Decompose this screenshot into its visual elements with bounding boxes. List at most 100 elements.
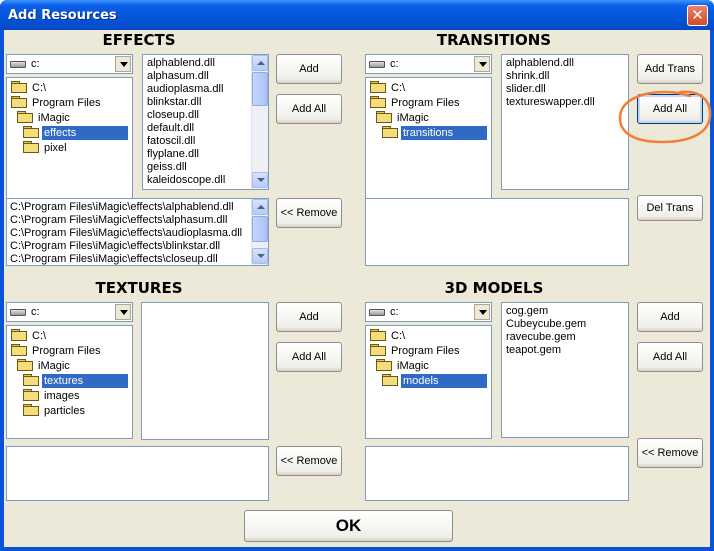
tree-item-textures[interactable]: textures bbox=[23, 374, 131, 388]
list-item[interactable]: C:\Program Files\iMagic\effects\alphable… bbox=[10, 201, 234, 213]
tree-item-imagic[interactable]: iMagic bbox=[17, 111, 72, 125]
effects-file-scrollbar[interactable] bbox=[251, 55, 268, 189]
models-file-list[interactable]: cog.gem Cubeycube.gem ravecube.gem teapo… bbox=[501, 302, 629, 438]
tree-item-c-root[interactable]: C:\ bbox=[11, 329, 48, 343]
scroll-thumb[interactable] bbox=[252, 216, 268, 242]
list-item[interactable]: geiss.dll bbox=[147, 161, 187, 173]
folder-icon bbox=[376, 111, 392, 123]
tree-item-program-files[interactable]: Program Files bbox=[370, 96, 461, 110]
effects-selected-scrollbar[interactable] bbox=[251, 199, 268, 265]
list-item[interactable]: alphablend.dll bbox=[147, 57, 215, 69]
models-add-button[interactable]: Add bbox=[637, 302, 703, 332]
folder-icon bbox=[370, 329, 386, 341]
scroll-up-icon[interactable] bbox=[252, 199, 268, 215]
folder-icon bbox=[370, 344, 386, 356]
textures-add-button[interactable]: Add bbox=[276, 302, 342, 332]
models-selected-list[interactable] bbox=[365, 446, 629, 501]
dropdown-arrow-icon[interactable] bbox=[115, 304, 131, 320]
textures-selected-list[interactable] bbox=[6, 446, 269, 501]
window-title: Add Resources bbox=[8, 8, 117, 23]
dropdown-arrow-icon[interactable] bbox=[474, 304, 490, 320]
scroll-down-icon[interactable] bbox=[252, 248, 268, 264]
hard-drive-icon bbox=[369, 61, 385, 68]
list-item[interactable]: closeup.dll bbox=[147, 109, 199, 121]
folder-icon bbox=[17, 111, 33, 123]
list-item[interactable]: shrink.dll bbox=[506, 70, 550, 82]
transitions-file-list[interactable]: alphablend.dll shrink.dll slider.dll tex… bbox=[501, 54, 629, 190]
effects-selected-list[interactable]: C:\Program Files\iMagic\effects\alphable… bbox=[6, 198, 269, 266]
list-item[interactable]: audioplasma.dll bbox=[147, 83, 224, 95]
transitions-folder-tree[interactable]: C:\ Program Files iMagic transitions bbox=[365, 77, 492, 202]
folder-icon bbox=[382, 126, 398, 138]
tree-item-c-root[interactable]: C:\ bbox=[370, 329, 407, 343]
folder-icon bbox=[23, 126, 39, 138]
list-item[interactable]: kaleidoscope.dll bbox=[147, 174, 226, 186]
list-item[interactable]: alphasum.dll bbox=[147, 70, 209, 82]
effects-file-list[interactable]: alphablend.dll alphasum.dll audioplasma.… bbox=[142, 54, 269, 190]
models-add-all-button[interactable]: Add All bbox=[637, 342, 703, 372]
add-trans-button[interactable]: Add Trans bbox=[637, 54, 703, 84]
list-item[interactable]: teapot.gem bbox=[506, 344, 562, 356]
effects-remove-button[interactable]: << Remove bbox=[276, 198, 342, 228]
models-drive-value: c: bbox=[390, 306, 399, 318]
list-item[interactable]: cog.gem bbox=[506, 305, 549, 317]
close-button[interactable]: ✕ bbox=[687, 5, 708, 26]
folder-icon bbox=[382, 374, 398, 386]
dropdown-arrow-icon[interactable] bbox=[115, 56, 131, 72]
effects-drive-select[interactable]: c: bbox=[6, 54, 133, 74]
effects-add-button[interactable]: Add bbox=[276, 54, 342, 84]
list-item[interactable]: alphablend.dll bbox=[506, 57, 574, 69]
textures-add-all-button[interactable]: Add All bbox=[276, 342, 342, 372]
list-item[interactable]: C:\Program Files\iMagic\effects\blinksta… bbox=[10, 240, 221, 252]
dropdown-arrow-icon[interactable] bbox=[474, 56, 490, 72]
textures-folder-tree[interactable]: C:\ Program Files iMagic textures images… bbox=[6, 325, 133, 439]
tree-item-effects[interactable]: effects bbox=[23, 126, 131, 140]
list-item[interactable]: flyplane.dll bbox=[147, 148, 199, 160]
tree-item-imagic[interactable]: iMagic bbox=[376, 111, 431, 125]
effects-add-all-button[interactable]: Add All bbox=[276, 94, 342, 124]
tree-item-models[interactable]: models bbox=[382, 374, 490, 388]
textures-drive-select[interactable]: c: bbox=[6, 302, 133, 322]
list-item[interactable]: slider.dll bbox=[506, 83, 546, 95]
tree-item-program-files[interactable]: Program Files bbox=[370, 344, 461, 358]
tree-item-pixel[interactable]: pixel bbox=[23, 141, 69, 155]
tree-item-c-root[interactable]: C:\ bbox=[11, 81, 48, 95]
models-folder-tree[interactable]: C:\ Program Files iMagic models bbox=[365, 325, 492, 439]
scroll-thumb[interactable] bbox=[252, 72, 268, 106]
tree-item-imagic[interactable]: iMagic bbox=[376, 359, 431, 373]
tree-item-program-files[interactable]: Program Files bbox=[11, 344, 102, 358]
textures-file-list[interactable] bbox=[141, 302, 269, 440]
title-bar[interactable]: Add Resources ✕ bbox=[0, 0, 714, 30]
ok-button[interactable]: OK bbox=[244, 510, 453, 542]
transitions-add-all-button[interactable]: Add All bbox=[637, 94, 703, 124]
hard-drive-icon bbox=[369, 309, 385, 316]
models-drive-select[interactable]: c: bbox=[365, 302, 492, 322]
list-item[interactable]: ravecube.gem bbox=[506, 331, 576, 343]
tree-item-images[interactable]: images bbox=[23, 389, 81, 403]
models-remove-button[interactable]: << Remove bbox=[637, 438, 703, 468]
folder-icon bbox=[23, 141, 39, 153]
list-item[interactable]: C:\Program Files\iMagic\effects\closeup.… bbox=[10, 253, 218, 265]
list-item[interactable]: blinkstar.dll bbox=[147, 96, 202, 108]
folder-icon bbox=[11, 81, 27, 93]
scroll-down-icon[interactable] bbox=[252, 172, 268, 188]
list-item[interactable]: C:\Program Files\iMagic\effects\alphasum… bbox=[10, 214, 228, 226]
list-item[interactable]: textureswapper.dll bbox=[506, 96, 595, 108]
tree-item-imagic[interactable]: iMagic bbox=[17, 359, 72, 373]
del-trans-button[interactable]: Del Trans bbox=[637, 195, 703, 221]
textures-remove-button[interactable]: << Remove bbox=[276, 446, 342, 476]
list-item[interactable]: C:\Program Files\iMagic\effects\audiopla… bbox=[10, 227, 243, 239]
tree-item-program-files[interactable]: Program Files bbox=[11, 96, 102, 110]
tree-item-c-root[interactable]: C:\ bbox=[370, 81, 407, 95]
list-item[interactable]: default.dll bbox=[147, 122, 195, 134]
list-item[interactable]: Cubeycube.gem bbox=[506, 318, 587, 330]
tree-item-transitions[interactable]: transitions bbox=[382, 126, 490, 140]
list-item[interactable]: fatoscil.dll bbox=[147, 135, 196, 147]
textures-heading: TEXTURES bbox=[95, 279, 183, 297]
transitions-drive-select[interactable]: c: bbox=[365, 54, 492, 74]
tree-item-particles[interactable]: particles bbox=[23, 404, 87, 418]
transitions-selected-list[interactable] bbox=[365, 198, 629, 266]
scroll-up-icon[interactable] bbox=[252, 55, 268, 71]
effects-folder-tree[interactable]: C:\ Program Files iMagic effects pixel bbox=[6, 77, 133, 202]
